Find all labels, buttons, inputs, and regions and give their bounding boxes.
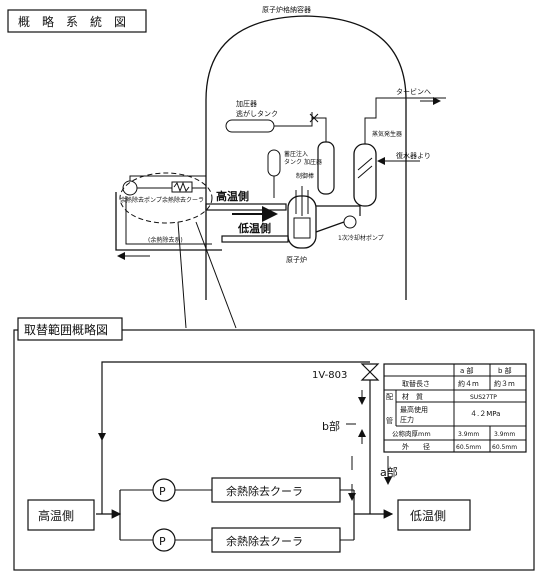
- rhr-cooler-label: 余熱除去クーラ: [162, 196, 204, 204]
- zoom-line-2: [195, 221, 237, 329]
- cold-leg-pipe: [221, 235, 289, 243]
- overview-title: 概 略 系 統 図: [18, 14, 126, 29]
- lower-low-temp-label: 低温側: [410, 509, 446, 523]
- steam-generator: [353, 143, 377, 207]
- containment-label: 原子炉格納容器: [262, 5, 311, 14]
- hot-leg-pipe: [205, 203, 287, 211]
- valve-1v-803: [360, 363, 380, 381]
- table-cell: SUS27TP: [470, 394, 497, 401]
- table-cell: 約４m: [458, 379, 479, 388]
- table-cell: 3.9mm: [458, 431, 479, 438]
- pressurizer: [317, 141, 335, 195]
- replacement-title-box: [17, 317, 123, 341]
- steam-line: [364, 97, 446, 144]
- table-header-a: a 部: [460, 366, 474, 375]
- pump-2-label: P: [159, 535, 166, 548]
- table-row-label: 公称肉厚mm: [392, 429, 431, 438]
- table-row-label-pressure-1: 最高使用: [400, 405, 428, 414]
- replacement-title: 取替範囲概略図: [24, 322, 108, 337]
- spec-table: a 部 b 部 取替長さ 約４m 約３m 配 材 質 SUS27TP 最高使用 …: [383, 363, 527, 453]
- rhr-dashed-ellipse: [119, 172, 213, 224]
- table-group-label-2: 管: [386, 416, 393, 425]
- replacement-scope-frame: [13, 329, 535, 571]
- cold-leg: [315, 221, 345, 233]
- rhr-pump-upper: [122, 180, 138, 196]
- table-header-b: b 部: [498, 366, 512, 375]
- containment-vessel: [205, 15, 407, 300]
- control-rods: [295, 186, 309, 216]
- table-row-label: 外 径: [402, 442, 430, 451]
- upper-high-temp-label: 高温側: [216, 189, 249, 203]
- cooler-2-label: 余熱除去クーラ: [226, 534, 303, 548]
- hot-leg: [316, 205, 361, 216]
- relief-line: [274, 112, 313, 127]
- pressurizer-label: 加圧器: [304, 158, 322, 166]
- table-row-label-pressure-2: 圧力: [400, 415, 414, 424]
- reactor-label: 原子炉: [286, 255, 307, 264]
- high-temp-box: [27, 499, 95, 531]
- to-turbine-label: タービンへ: [396, 87, 431, 96]
- rhr-system-label: (余熱除去系): [148, 236, 183, 244]
- table-group-label-1: 配: [386, 393, 393, 401]
- table-cell: 約３m: [494, 379, 515, 388]
- accumulator-label-1: 蓄圧注入: [284, 150, 308, 158]
- valve-label: 1V-803: [312, 370, 347, 381]
- table-cell: ４.２MPa: [470, 410, 500, 418]
- accumulator-tank: [267, 149, 281, 177]
- lower-high-temp-label: 高温側: [38, 508, 74, 523]
- pressurizer-line: [312, 117, 327, 142]
- rhr-cooler-upper: [171, 181, 193, 193]
- sg-label-1: 蒸気発生器: [372, 130, 402, 138]
- pump-1-label: P: [159, 485, 166, 498]
- control-rod-label: 制御棒: [296, 172, 314, 180]
- rhr-cooler-coil: [173, 181, 190, 193]
- zoom-line-1: [177, 221, 187, 329]
- table-row-label: 取替長さ: [402, 379, 430, 388]
- rhr-upper-return: [129, 175, 206, 181]
- reactor-core: [293, 217, 311, 239]
- rhr-loop-inner: [125, 196, 212, 245]
- from-condenser-label: 復水器より: [396, 151, 431, 160]
- low-temp-box: [397, 499, 471, 531]
- header-line: [101, 361, 370, 514]
- part-b-label: b部: [322, 419, 340, 433]
- upper-low-temp-label: 低温側: [237, 221, 271, 235]
- cooler-1-label: 余熱除去クーラ: [226, 484, 303, 498]
- relief-tank-label-2: 逃がしタンク: [236, 109, 278, 118]
- table-cell: 3.9mm: [494, 431, 515, 438]
- table-cell: 60.5mm: [492, 444, 517, 451]
- overview-title-box: [7, 9, 147, 33]
- rhr-pump-label: 余熱除去ポンプ: [120, 196, 162, 204]
- table-row-label: 材 質: [402, 392, 423, 401]
- sg-tubes: [357, 157, 373, 179]
- relief-tank: [225, 119, 275, 133]
- pressurizer-valve: [309, 113, 319, 123]
- coolant-pump: [343, 215, 357, 229]
- rhr-loop-outer: [115, 192, 222, 251]
- table-cell: 60.5mm: [456, 444, 481, 451]
- part-a-label: a部: [380, 465, 398, 479]
- relief-tank-label-1: 加圧器: [236, 99, 257, 108]
- coolant-pump-label: 1次冷却材ポンプ: [338, 234, 384, 242]
- accumulator-label-2: タンク: [284, 158, 302, 166]
- a-bracket-ticks: [351, 456, 389, 470]
